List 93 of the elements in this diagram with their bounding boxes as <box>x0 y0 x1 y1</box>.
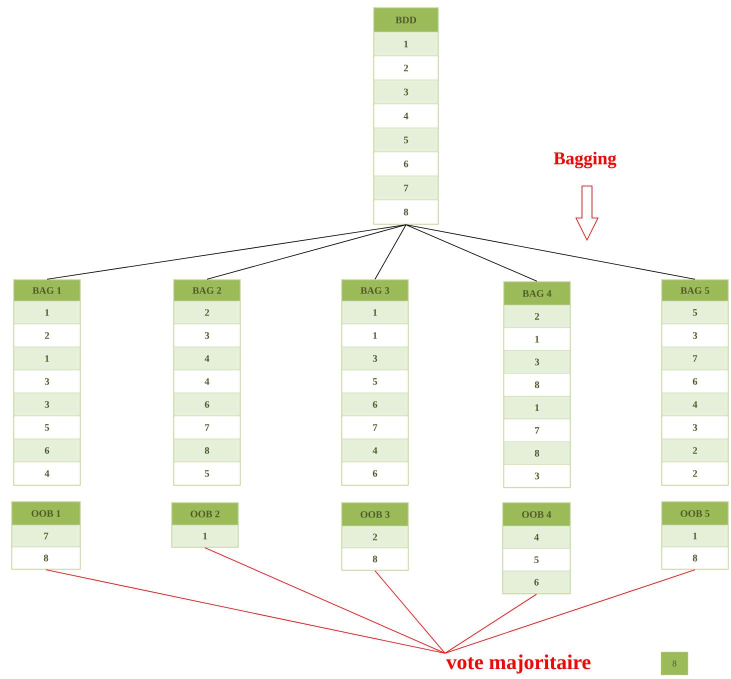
data-table <box>173 279 241 486</box>
table-cell: 6 <box>342 462 408 486</box>
table-header: BAG 3 <box>342 280 408 302</box>
data-table <box>171 502 239 548</box>
table-header: OOB 5 <box>662 502 728 526</box>
table-cell: 8 <box>504 373 570 396</box>
data-table <box>13 279 81 486</box>
table-cell: 1 <box>14 346 80 370</box>
table-cell: 3 <box>14 370 80 394</box>
table-cell: 1 <box>172 524 238 548</box>
table-cell: 4 <box>14 462 80 486</box>
table-cell: 5 <box>342 370 408 394</box>
data-table <box>661 501 729 570</box>
data-table <box>502 502 571 594</box>
table-cell: 4 <box>662 392 728 416</box>
table-cell: 7 <box>342 416 408 440</box>
table-cell: 8 <box>374 200 438 224</box>
table-cell: 3 <box>374 80 438 104</box>
table-cell: 2 <box>14 324 80 348</box>
connector-line <box>46 569 446 654</box>
table-header: BAG 2 <box>174 280 240 302</box>
table-cell: 1 <box>374 32 438 56</box>
table-cell: 1 <box>342 300 408 324</box>
connector-line <box>374 224 406 280</box>
table-cell: 6 <box>342 392 408 416</box>
table-cell: 4 <box>174 346 240 370</box>
data-table <box>503 281 571 488</box>
data-table <box>661 279 729 486</box>
table-cell: 6 <box>662 370 728 394</box>
table-cell: 2 <box>342 526 408 548</box>
table-header: OOB 3 <box>342 502 408 526</box>
data-table <box>373 7 439 225</box>
table-header: BAG 4 <box>504 282 570 306</box>
table-cell: 3 <box>662 416 728 440</box>
table-cell: 1 <box>662 524 728 548</box>
connector-line <box>406 224 696 280</box>
heading-label: Bagging <box>554 152 616 168</box>
table-cell: 5 <box>174 462 240 486</box>
table-cell: 7 <box>504 418 570 442</box>
table-cell: 8 <box>342 548 408 570</box>
table-cell: 2 <box>174 300 240 324</box>
table-cell: 6 <box>174 392 240 416</box>
table-cell: 1 <box>504 396 570 420</box>
data-table <box>11 501 81 570</box>
table-header: BDD <box>374 8 438 32</box>
table-cell: 2 <box>374 56 438 80</box>
table-header: OOB 4 <box>502 502 570 526</box>
table-cell: 3 <box>14 392 80 416</box>
table-cell: 5 <box>662 300 728 324</box>
table-cell: 5 <box>14 416 80 440</box>
table-header: BAG 1 <box>14 280 80 302</box>
table-cell: 4 <box>174 370 240 394</box>
connector-line <box>46 224 406 280</box>
table-cell: 1 <box>342 324 408 348</box>
data-table <box>341 502 409 571</box>
table-header: OOB 2 <box>172 502 238 526</box>
table-cell: 3 <box>662 324 728 348</box>
table-cell: 7 <box>174 416 240 440</box>
table-cell: 3 <box>174 324 240 348</box>
table-cell: 4 <box>342 438 408 462</box>
table-cell: 1 <box>504 328 570 351</box>
table-cell: 3 <box>342 346 408 370</box>
table-cell: 3 <box>504 464 570 488</box>
table-cell: 3 <box>504 350 570 374</box>
table-cell: 2 <box>662 438 728 462</box>
table-cell: 2 <box>662 462 728 486</box>
table-cell: 4 <box>374 104 438 128</box>
table-cell: 5 <box>374 128 438 152</box>
table-header: BAG 5 <box>662 280 728 302</box>
table-cell: 8 <box>12 546 80 570</box>
connector-line <box>444 594 537 654</box>
table-cell: 6 <box>502 570 570 594</box>
connector-line <box>204 547 446 654</box>
connector-line <box>444 569 696 654</box>
connector-line <box>406 224 538 282</box>
table-cell: 8 <box>504 442 570 465</box>
table-cell: 2 <box>504 304 570 328</box>
table-cell: 4 <box>502 526 570 549</box>
result-box: 8 <box>660 652 688 676</box>
table-cell: 6 <box>374 152 438 176</box>
table-cell: 5 <box>502 548 570 572</box>
table-cell: 8 <box>174 438 240 462</box>
table-cell: 8 <box>662 546 728 570</box>
table-cell: 1 <box>14 300 80 324</box>
table-cell: 7 <box>662 346 728 370</box>
table-cell: 7 <box>374 176 438 200</box>
table-cell: 7 <box>12 524 80 548</box>
data-table <box>341 279 409 486</box>
connector-line <box>206 224 406 280</box>
connector-line <box>374 570 446 654</box>
result-label: vote majoritaire <box>446 654 590 674</box>
table-cell: 6 <box>14 438 80 462</box>
table-header: OOB 1 <box>12 502 80 526</box>
